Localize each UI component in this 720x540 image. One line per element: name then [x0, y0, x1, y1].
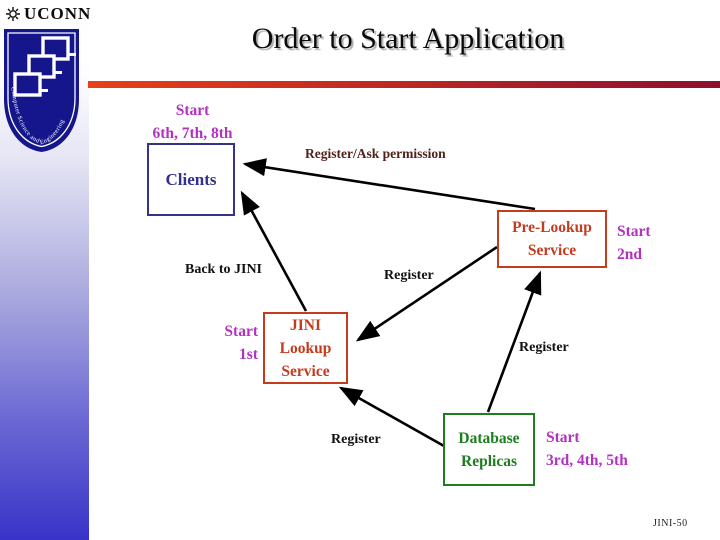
- uconn-wordmark-text: UCONN: [24, 4, 92, 23]
- start-order-prelookup-line2: 2nd: [617, 246, 642, 263]
- start-order-prelookup: Start 2nd: [617, 220, 651, 266]
- cascading-computers-glyph: [13, 36, 70, 97]
- start-order-jini-line2: 1st: [239, 346, 258, 363]
- clients-node-label: Clients: [165, 170, 217, 189]
- start-order-database-line2: 3rd, 4th, 5th: [546, 452, 628, 469]
- jini-node-label-line1: JINI: [289, 316, 321, 334]
- start-order-clients: Start 6th, 7th, 8th: [140, 99, 245, 145]
- start-order-database: Start 3rd, 4th, 5th: [546, 426, 628, 472]
- prelookup-node-label-line2: Service: [527, 242, 577, 259]
- database-node-label-line2: Replicas: [461, 452, 517, 470]
- database-replicas-node: Database Replicas: [443, 413, 535, 486]
- arrow-back-to-jini: [240, 190, 308, 312]
- seal-inner-border: [7, 32, 76, 148]
- start-order-jini-line1: Start: [224, 323, 258, 340]
- edge-label-back-to-jini: Back to JINI: [185, 262, 263, 277]
- slide-number: JINI-50: [653, 518, 688, 529]
- prelookup-service-node: Pre-Lookup Service: [497, 210, 607, 268]
- oak-leaf-icon: [6, 7, 20, 21]
- arrow-register-database-to-prelookup: [486, 270, 542, 413]
- jini-node-label-line2: Lookup: [279, 339, 332, 357]
- uconn-wordmark: UCONN: [5, 4, 91, 24]
- start-order-clients-line1: Start: [175, 102, 210, 119]
- cse-department-seal: Computer Science and Engineering: [4, 29, 79, 152]
- database-node-label-line1: Database: [458, 429, 520, 447]
- arrow-register-database-to-jini: [338, 386, 445, 448]
- edge-label-register-database-to-prelookup: Register: [519, 340, 569, 355]
- arrow-register-prelookup-to-jini: [355, 245, 498, 342]
- edge-label-register-prelookup-to-jini: Register: [384, 268, 434, 283]
- start-order-clients-line2: 6th, 7th, 8th: [152, 125, 233, 142]
- clients-node: Clients: [147, 143, 235, 216]
- start-order-database-line1: Start: [546, 429, 580, 446]
- jini-lookup-service-node: JINI Lookup Service: [263, 312, 348, 384]
- edge-label-register-database-to-jini: Register: [331, 432, 381, 447]
- title-underline-bar: [88, 81, 720, 88]
- jini-node-label-line3: Service: [281, 362, 330, 380]
- start-order-prelookup-line1: Start: [617, 223, 651, 240]
- start-order-jini: Start 1st: [200, 320, 258, 366]
- seal-computer-stands: [40, 53, 76, 92]
- prelookup-node-label-line1: Pre-Lookup: [512, 219, 592, 236]
- edge-label-register-ask-permission: Register/Ask permission: [305, 146, 446, 161]
- arrow-register-ask-permission: [242, 158, 536, 211]
- slide-title: Order to Start Application: [251, 22, 565, 55]
